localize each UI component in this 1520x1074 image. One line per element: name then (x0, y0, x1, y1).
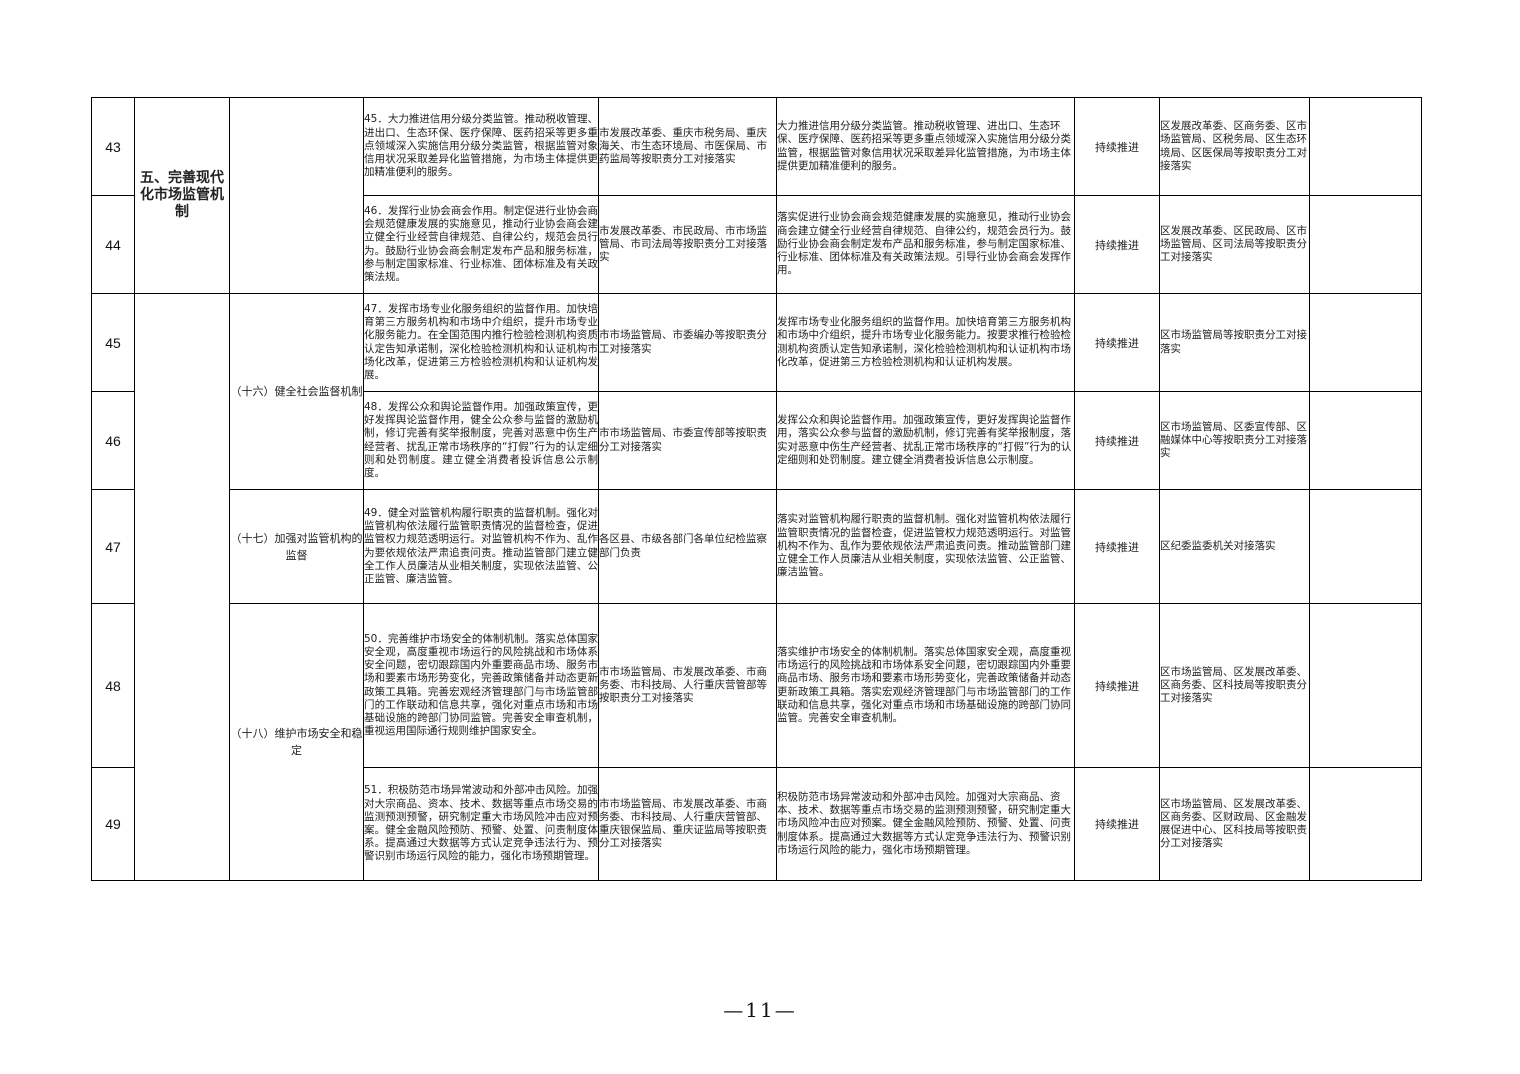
note-cell (1309, 489, 1422, 604)
district-measure: 落实维护市场安全的体制机制。落实总体国家安全观，高度重视市场运行的风险挑战和市场… (776, 603, 1075, 768)
time-limit: 持续推进 (1074, 97, 1160, 196)
district-measure: 发挥公众和舆论监督作用。加强政策宣传，更好发挥舆论监督作用，落实公众参与监督的激… (776, 391, 1075, 490)
time-limit: 持续推进 (1074, 195, 1160, 294)
district-department: 区发展改革委、区民政局、区市场监管局、区司法局等按职责分工对接落实 (1159, 195, 1310, 294)
subcategory-18: （十八）维护市场安全和稳定 (229, 603, 364, 881)
table-row: 48 （十八）维护市场安全和稳定 50．完善维护市场安全的体制机制。落实总体国家… (91, 603, 1422, 881)
time-limit: 持续推进 (1074, 603, 1160, 768)
task-content: 45．大力推进信用分级分类监管。推动税收管理、进出口、生态环保、医疗保障、医药招… (363, 97, 599, 196)
row-number: 43 (91, 97, 135, 196)
task-content: 47．发挥市场专业化服务组织的监督作用。加快培育第三方服务机构和市场中介组织，提… (363, 293, 599, 392)
category-level1: 五、完善现代化市场监管机制 (134, 97, 230, 294)
table-row: 45 （十六）健全社会监督机制 47．发挥市场专业化服务组织的监督作用。加快培育… (91, 293, 1422, 881)
district-measure: 落实对监管机构履行职责的监督机制。强化对监管机构依法履行监管职责情况的监督检查，… (776, 489, 1075, 604)
row-number: 45 (91, 293, 135, 392)
city-department: 各区县、市级各部门各单位纪检监察部门负责 (598, 489, 777, 604)
row-number: 46 (91, 391, 135, 490)
subcategory-16: （十六）健全社会监督机制 (229, 293, 364, 490)
time-limit: 持续推进 (1074, 391, 1160, 490)
table-row: 47 （十七）加强对监管机构的监督 49．健全对监管机构履行职责的监督机制。强化… (91, 489, 1422, 604)
city-department: 市发展改革委、重庆市税务局、重庆海关、市生态环境局、市医保局、市药监局等按职责分… (598, 97, 777, 196)
note-cell (1309, 293, 1422, 392)
table-row: 43 五、完善现代化市场监管机制 45．大力推进信用分级分类监管。推动税收管理、… (91, 97, 1422, 294)
row-number: 49 (91, 767, 135, 881)
district-measure: 落实促进行业协会商会规范健康发展的实施意见，推动行业协会商会建立健全行业经营自律… (776, 195, 1075, 294)
district-department: 区市场监管局、区发展改革委、区商务委、区财政局、区金融发展促进中心、区科技局等按… (1159, 767, 1310, 881)
row-number: 47 (91, 489, 135, 604)
note-cell (1309, 97, 1422, 196)
task-content: 49．健全对监管机构履行职责的监督机制。强化对监管机构依法履行监管职责情况的监督… (363, 489, 599, 604)
table-row: 46 48．发挥公众和舆论监督作用。加强政策宣传，更好发挥舆论监督作用，健全公众… (91, 391, 1422, 490)
district-measure: 大力推进信用分级分类监管。推动税收管理、进出口、生态环保、医疗保障、医药招采等更… (776, 97, 1075, 196)
note-cell (1309, 195, 1422, 294)
time-limit: 持续推进 (1074, 489, 1160, 604)
page-number: —11— (723, 998, 797, 1022)
note-cell (1309, 603, 1422, 768)
task-content: 50．完善维护市场安全的体制机制。落实总体国家安全观，高度重视市场运行的风险挑战… (363, 603, 599, 768)
task-content: 46．发挥行业协会商会作用。制定促进行业协会商会规范健康发展的实施意见，推动行业… (363, 195, 599, 294)
task-content: 51．积极防范市场异常波动和外部冲击风险。加强对大宗商品、资本、技术、数据等重点… (363, 767, 599, 881)
note-cell (1309, 767, 1422, 881)
row-number: 48 (91, 603, 135, 768)
city-department: 市市场监管局、市发展改革委、市商务委、市科技局、人行重庆营管部等按职责分工对接落… (598, 603, 777, 768)
subcategory-17: （十七）加强对监管机构的监督 (229, 489, 364, 604)
city-department: 市发展改革委、市民政局、市市场监管局、市司法局等按职责分工对接落实 (598, 195, 777, 294)
district-department: 区市场监管局、区委宣传部、区融媒体中心等按职责分工对接落实 (1159, 391, 1310, 490)
district-department: 区发展改革委、区商务委、区市场监管局、区税务局、区生态环境局、区医保局等按职责分… (1159, 97, 1310, 196)
table-row: 44 46．发挥行业协会商会作用。制定促进行业协会商会规范健康发展的实施意见，推… (91, 195, 1422, 294)
time-limit: 持续推进 (1074, 293, 1160, 392)
district-department: 区纪委监委机关对接落实 (1159, 489, 1310, 604)
task-content: 48．发挥公众和舆论监督作用。加强政策宣传，更好发挥舆论监督作用，健全公众参与监… (363, 391, 599, 490)
district-department: 区市场监管局、区发展改革委、区商务委、区科技局等按职责分工对接落实 (1159, 603, 1310, 768)
subcategory-empty (229, 97, 364, 294)
city-department: 市市场监管局、市委编办等按职责分工对接落实 (598, 293, 777, 392)
table-row: 49 51．积极防范市场异常波动和外部冲击风险。加强对大宗商品、资本、技术、数据… (91, 767, 1422, 881)
task-table: 43 五、完善现代化市场监管机制 45．大力推进信用分级分类监管。推动税收管理、… (91, 97, 1422, 881)
row-number: 44 (91, 195, 135, 294)
city-department: 市市场监管局、市委宣传部等按职责分工对接落实 (598, 391, 777, 490)
district-department: 区市场监管局等按职责分工对接落实 (1159, 293, 1310, 392)
category-level1-continued (134, 293, 230, 881)
time-limit: 持续推进 (1074, 767, 1160, 881)
note-cell (1309, 391, 1422, 490)
district-measure: 积极防范市场异常波动和外部冲击风险。加强对大宗商品、资本、技术、数据等重点市场交… (776, 767, 1075, 881)
city-department: 市市场监管局、市发展改革委、市商务委、市科技局、人行重庆营管部、重庆银保监局、重… (598, 767, 777, 881)
district-measure: 发挥市场专业化服务组织的监督作用。加快培育第三方服务机构和市场中介组织，提升市场… (776, 293, 1075, 392)
